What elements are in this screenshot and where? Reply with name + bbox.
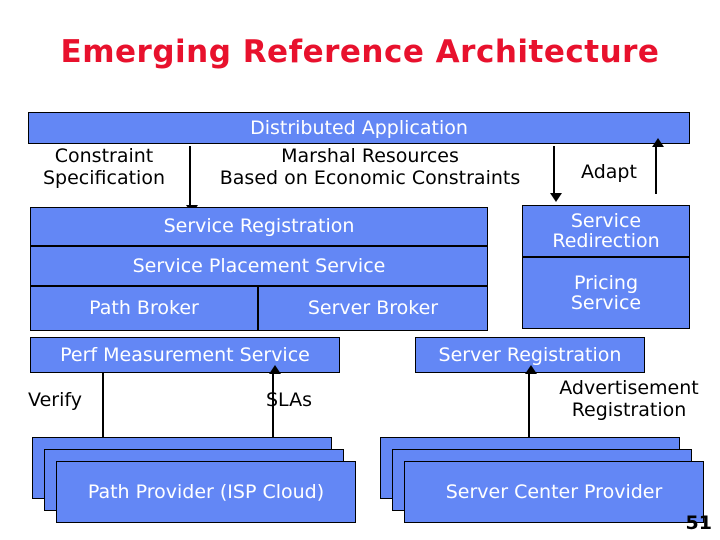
box-service-redirection[interactable]: Service Redirection [522, 205, 690, 257]
box-path-broker[interactable]: Path Broker [30, 286, 258, 331]
box-distributed-application[interactable]: Distributed Application [28, 112, 690, 144]
arrow-marshal-resources-down [550, 146, 562, 202]
annotation-verify: Verify [28, 389, 82, 411]
annotation-slas: SLAs [266, 389, 312, 411]
arrow-constraint-specification-down [186, 146, 198, 214]
box-pricing-service[interactable]: Pricing Service [522, 257, 690, 329]
arrow-adapt-up [652, 138, 664, 194]
box-path-provider[interactable]: Path Provider (ISP Cloud) [56, 461, 356, 523]
box-server-center-provider[interactable]: Server Center Provider [404, 461, 704, 523]
box-service-registration[interactable]: Service Registration [30, 207, 488, 246]
annotation-adapt: Adapt [581, 161, 637, 183]
arrow-slas-up [269, 365, 281, 455]
arrow-advertisement-registration-up [525, 365, 537, 455]
annotation-marshal-resources: Marshal Resources Based on Economic Cons… [219, 145, 521, 189]
box-perf-measurement-service[interactable]: Perf Measurement Service [30, 337, 340, 373]
box-service-placement-service[interactable]: Service Placement Service [30, 246, 488, 286]
box-server-broker[interactable]: Server Broker [258, 286, 488, 331]
page-title: Emerging Reference Architecture [60, 34, 660, 70]
page-number: 51 [685, 512, 712, 534]
annotation-constraint-specification: Constraint Specification [43, 145, 165, 189]
annotation-advertisement-registration: Advertisement Registration [559, 377, 699, 421]
